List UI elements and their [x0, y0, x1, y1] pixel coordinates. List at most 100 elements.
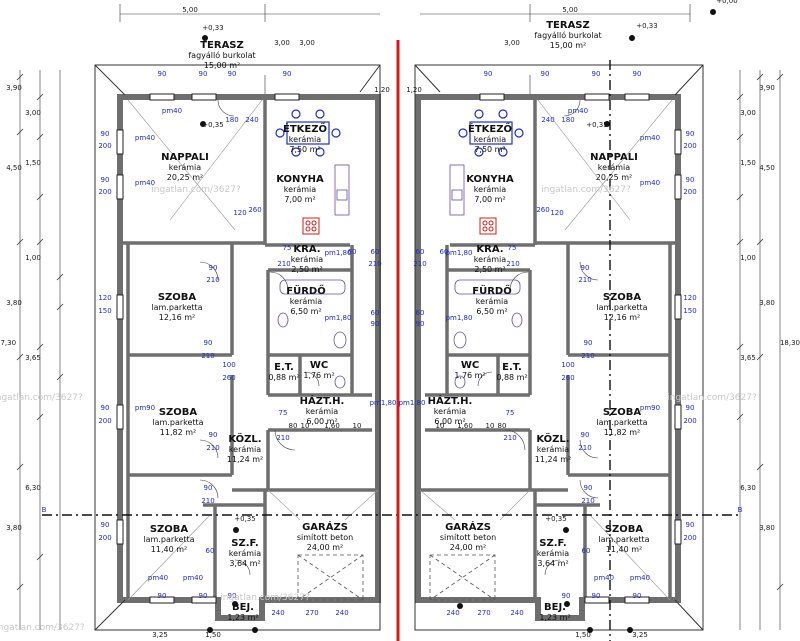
room-area: 7,50 m²	[289, 145, 320, 154]
room-area: 7,00 m²	[284, 195, 315, 204]
dimension-label: 90	[371, 320, 380, 328]
room-floor: fagyálló burkolat	[534, 30, 601, 40]
dimension-label: 10	[486, 422, 495, 430]
dimension-label: 90	[209, 264, 218, 272]
dimension-label: 90	[686, 521, 695, 529]
dimension-label: 90	[584, 484, 593, 492]
room-name: NAPPALI	[161, 152, 209, 163]
dimension-label: 3,80	[759, 299, 775, 307]
room-name: GARÁZS	[302, 520, 348, 533]
dimension-label: 90	[562, 592, 571, 600]
dimension-label: 200	[98, 417, 111, 425]
dimension-label: pm40	[162, 107, 182, 115]
room-name: KRA.	[476, 244, 503, 255]
dimension-label: 75	[506, 409, 515, 417]
dimension-label: 100	[222, 361, 235, 369]
room-floor: lam.parketta	[598, 535, 649, 544]
dimension-label: pm40	[640, 134, 660, 142]
dimension-label: 1,60	[324, 422, 340, 430]
dimension-label: 18,30	[780, 339, 800, 347]
room-name: FÜRDŐ	[286, 283, 325, 297]
dimension-label: 60	[206, 547, 215, 555]
room-area: 11,82 m²	[604, 428, 640, 437]
dimension-label: +0,33	[202, 24, 223, 32]
dimension-label: 80	[498, 422, 507, 430]
room-name: E.T.	[274, 362, 294, 373]
room-name: FÜRDŐ	[472, 283, 511, 297]
dimension-label: 90	[199, 592, 208, 600]
dimension-label: 260	[222, 374, 235, 382]
room-name: SZOBA	[150, 524, 189, 535]
dimension-label: 260	[561, 374, 574, 382]
room-floor: lam.parketta	[596, 418, 647, 427]
dimension-label: 120	[233, 209, 246, 217]
dimension-label: 90	[101, 130, 110, 138]
dimension-label: 90	[581, 264, 590, 272]
room-floor: kerámia	[169, 163, 201, 172]
dimension-label: pm1,80	[325, 314, 352, 322]
room-area: 6,00 m²	[434, 417, 465, 426]
dimension-label: 240	[541, 116, 554, 124]
dimension-label: 3,00	[274, 39, 290, 47]
dimension-label: 1,60	[457, 422, 473, 430]
dimension-label: 90	[158, 70, 167, 78]
room-floor: simított beton	[440, 533, 496, 542]
dimension-label: 3,80	[6, 299, 22, 307]
dimension-label: 120	[98, 294, 111, 302]
watermarks: ingatlan.com/3627?ingatlan.com/3627?inga…	[0, 185, 757, 633]
dimension-label: 210	[413, 260, 426, 268]
dimension-label: 240	[446, 609, 459, 617]
dimension-label: 90	[158, 592, 167, 600]
room-area: 3,64 m²	[537, 559, 568, 568]
dimension-label: 75	[508, 244, 517, 252]
dimension-label: pm40	[630, 574, 650, 582]
dimension-label: 150	[683, 307, 696, 315]
dimension-label: 240	[245, 116, 258, 124]
dimension-label: 270	[477, 609, 490, 617]
dimension-label: 90	[633, 70, 642, 78]
room-name: BEJ.	[544, 602, 566, 613]
dimension-ticks	[16, 73, 784, 591]
dimension-label: pm40	[183, 574, 203, 582]
dimension-label: 200	[683, 142, 696, 150]
room-area: 2,50 m²	[291, 265, 322, 274]
dimension-label: pm40	[594, 574, 614, 582]
dimension-label: 210	[206, 444, 219, 452]
dimension-label: +0,33	[636, 22, 657, 30]
room-name: SZOBA	[158, 292, 197, 303]
dining-table-right	[458, 109, 524, 157]
dimension-label: 120	[550, 209, 563, 217]
room-floor: kerámia	[229, 445, 261, 454]
dimension-label: 90	[686, 404, 695, 412]
dimension-label: 150	[98, 307, 111, 315]
room-area: 11,40 m²	[606, 545, 642, 554]
dimension-label: pm1,80	[446, 314, 473, 322]
room-name: SZOBA	[603, 407, 642, 418]
dimension-label: 60	[348, 248, 357, 256]
room-bej-r: BEJ.1,23 m²	[539, 602, 570, 622]
interior-walls	[122, 97, 676, 600]
room-name: BEJ.	[232, 602, 254, 613]
dimension-label: 210	[201, 497, 214, 505]
door-swings	[199, 99, 599, 576]
room-area: 15,00 m²	[550, 41, 586, 50]
room-area: 6,00 m²	[306, 417, 337, 426]
dimension-label: 210	[503, 434, 516, 442]
dimension-label: 90	[209, 431, 218, 439]
room-floor: kerámia	[476, 297, 508, 306]
dimension-label: 120	[683, 294, 696, 302]
room-name: KÖZL.	[228, 431, 261, 445]
dimension-label: 4,50	[759, 164, 775, 172]
dimension-label: 3,80	[759, 524, 775, 532]
room-area: 6,50 m²	[290, 307, 321, 316]
room-wc-l: WC1,76 m²	[303, 360, 334, 380]
dimension-label: 180	[561, 116, 574, 124]
room-area: 12,16 m²	[604, 313, 640, 322]
room-area: 24,00 m²	[307, 543, 343, 552]
